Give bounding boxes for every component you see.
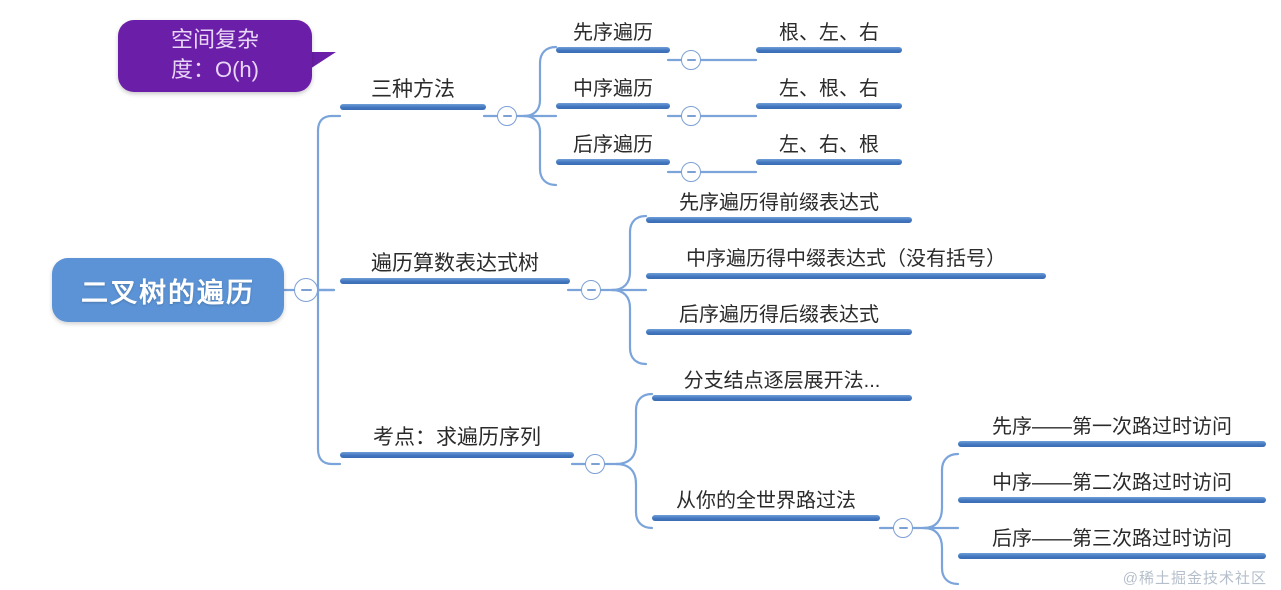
topic-label: 后序遍历得后缀表达式 — [679, 304, 879, 326]
toggle-inorder[interactable] — [681, 106, 701, 126]
leaf-left-root-right[interactable]: 左、根、右 — [756, 78, 902, 109]
topic-exam-point[interactable]: 考点：求遍历序列 — [340, 426, 574, 459]
topic-bar — [958, 497, 1266, 503]
topic-bar — [958, 441, 1266, 447]
leaf-level-expansion[interactable]: 分支结点逐层展开法... — [652, 370, 912, 401]
minus-icon — [686, 171, 696, 173]
topic-bar — [646, 273, 1046, 279]
minus-icon — [590, 463, 600, 465]
leaf-infix-expression[interactable]: 中序遍历得中缀表达式（没有括号） — [646, 248, 1046, 279]
leaf-preorder-first-pass[interactable]: 先序——第一次路过时访问 — [958, 416, 1266, 447]
callout-line-2: 度：O(h) — [170, 57, 259, 82]
topic-expression-tree[interactable]: 遍历算数表达式树 — [340, 252, 570, 285]
topic-walk-past-method[interactable]: 从你的全世界路过法 — [652, 490, 880, 521]
leaf-prefix-expression[interactable]: 先序遍历得前缀表达式 — [646, 192, 912, 223]
leaf-left-right-root[interactable]: 左、右、根 — [756, 134, 902, 165]
topic-bar — [340, 452, 574, 459]
leaf-root-left-right[interactable]: 根、左、右 — [756, 22, 902, 53]
topic-postorder[interactable]: 后序遍历 — [556, 134, 670, 165]
topic-bar — [756, 103, 902, 109]
topic-bar — [556, 47, 670, 53]
minus-icon — [898, 527, 908, 529]
topic-bar — [652, 395, 912, 401]
topic-label: 左、右、根 — [779, 134, 879, 156]
topic-bar — [340, 104, 486, 111]
topic-label: 中序——第二次路过时访问 — [992, 472, 1232, 494]
space-complexity-callout[interactable]: 空间复杂 度：O(h) — [118, 20, 312, 92]
topic-label: 根、左、右 — [779, 22, 879, 44]
toggle-three-methods[interactable] — [497, 106, 517, 126]
topic-label: 分支结点逐层展开法... — [683, 370, 881, 392]
topic-label: 后序——第三次路过时访问 — [992, 528, 1232, 550]
leaf-inorder-second-pass[interactable]: 中序——第二次路过时访问 — [958, 472, 1266, 503]
topic-label: 先序——第一次路过时访问 — [992, 416, 1232, 438]
toggle-exam-point[interactable] — [585, 454, 605, 474]
topic-bar — [756, 159, 902, 165]
topic-bar — [646, 329, 912, 335]
toggle-root[interactable] — [294, 278, 318, 302]
topic-bar — [756, 47, 902, 53]
topic-bar — [652, 515, 880, 521]
topic-label: 左、根、右 — [779, 78, 879, 100]
topic-label: 三种方法 — [371, 78, 455, 101]
topic-label: 先序遍历得前缀表达式 — [679, 192, 879, 214]
minus-icon — [686, 59, 696, 61]
leaf-postfix-expression[interactable]: 后序遍历得后缀表达式 — [646, 304, 912, 335]
topic-bar — [646, 217, 912, 223]
toggle-preorder[interactable] — [681, 50, 701, 70]
toggle-postorder[interactable] — [681, 162, 701, 182]
topic-label: 中序遍历得中缀表达式（没有括号） — [686, 248, 1006, 270]
root-node[interactable]: 二叉树的遍历 — [52, 258, 284, 322]
topic-preorder[interactable]: 先序遍历 — [556, 22, 670, 53]
topic-bar — [556, 159, 670, 165]
leaf-postorder-third-pass[interactable]: 后序——第三次路过时访问 — [958, 528, 1266, 559]
minus-icon — [686, 115, 696, 117]
topic-label: 后序遍历 — [573, 134, 653, 156]
topic-label: 考点：求遍历序列 — [373, 426, 541, 449]
topic-bar — [340, 278, 570, 285]
topic-label: 中序遍历 — [573, 78, 653, 100]
minus-icon — [300, 289, 312, 291]
topic-label: 从你的全世界路过法 — [676, 490, 856, 512]
callout-line-1: 空间复杂 — [170, 27, 259, 52]
topic-bar — [556, 103, 670, 109]
toggle-expression-tree[interactable] — [581, 280, 601, 300]
toggle-walk-past-method[interactable] — [893, 518, 913, 538]
topic-bar — [958, 553, 1266, 559]
topic-inorder[interactable]: 中序遍历 — [556, 78, 670, 109]
topic-label: 遍历算数表达式树 — [371, 252, 539, 275]
topic-label: 先序遍历 — [573, 22, 653, 44]
topic-three-methods[interactable]: 三种方法 — [340, 78, 486, 111]
watermark: @稀土掘金技术社区 — [1122, 570, 1267, 587]
minus-icon — [502, 115, 512, 117]
minus-icon — [586, 289, 596, 291]
root-node-label: 二叉树的遍历 — [81, 277, 255, 308]
